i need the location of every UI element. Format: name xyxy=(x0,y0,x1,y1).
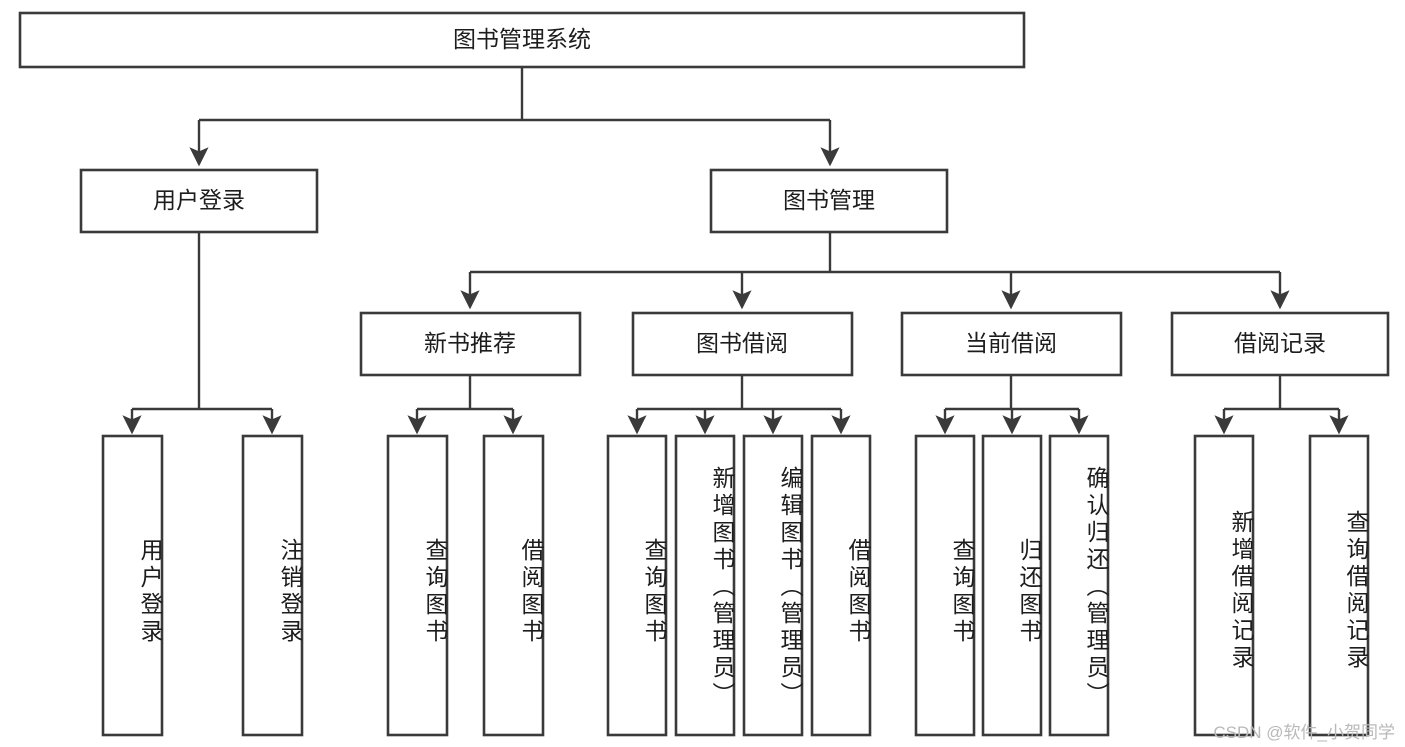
node-user-login[interactable]: 用户登录 xyxy=(79,168,319,234)
leaf-user-login-0[interactable]: 用户登录 xyxy=(101,434,164,737)
leaf-new-book-recommend-0[interactable]: 查询图书 xyxy=(386,434,449,737)
leaf-book-borrow-3-labelbox: 借阅图书 xyxy=(845,538,871,646)
node-root-book-management-system[interactable]: 图书管理系统 xyxy=(18,11,1026,69)
leaf-user-login-0-box xyxy=(101,434,164,737)
leaf-borrow-record-0-labelbox: 新增借阅记录 xyxy=(1228,509,1254,672)
node-book-management-box xyxy=(709,168,949,234)
node-borrow-record[interactable]: 借阅记录 xyxy=(1170,311,1390,377)
leaf-current-borrow-0-label: 查询图书 xyxy=(949,538,975,646)
leaf-borrow-record-0[interactable]: 新增借阅记录 xyxy=(1193,434,1255,737)
leaf-new-book-recommend-1[interactable]: 借阅图书 xyxy=(482,434,545,737)
leaf-user-login-0-labelbox: 用户登录 xyxy=(137,538,163,646)
leaf-book-borrow-3-label: 借阅图书 xyxy=(845,538,871,646)
leaf-current-borrow-2-box xyxy=(1048,434,1110,737)
leaf-book-borrow-0-labelbox: 查询图书 xyxy=(641,538,667,646)
leaf-current-borrow-0[interactable]: 查询图书 xyxy=(914,434,976,737)
leaf-new-book-recommend-1-box xyxy=(482,434,545,737)
leaf-borrow-record-0-box xyxy=(1193,434,1255,737)
node-new-book-recommend-box xyxy=(359,311,582,377)
leaf-new-book-recommend-1-labelbox: 借阅图书 xyxy=(518,538,544,646)
node-user-login-label: 用户登录 xyxy=(153,187,245,213)
node-current-borrow-box xyxy=(900,311,1123,377)
node-root-box xyxy=(18,11,1026,69)
leaf-user-login-1-label: 注销登录 xyxy=(277,538,303,646)
leaf-new-book-recommend-1-label: 借阅图书 xyxy=(518,538,544,646)
leaf-book-borrow-0-label: 查询图书 xyxy=(641,538,667,646)
leaf-book-borrow-2[interactable]: 编辑图书（管理员） xyxy=(742,434,804,737)
leaf-book-borrow-3[interactable]: 借阅图书 xyxy=(810,434,872,737)
leaf-user-login-1-box xyxy=(241,434,304,737)
leaf-new-book-recommend-0-box xyxy=(386,434,449,737)
leaf-current-borrow-2-labelbox: 确认归还（管理员） xyxy=(1083,465,1109,709)
leaf-book-borrow-2-labelbox: 编辑图书（管理员） xyxy=(777,465,803,709)
leaf-book-borrow-1-box xyxy=(674,434,736,737)
node-current-borrow-label: 当前借阅 xyxy=(965,330,1057,356)
node-borrow-record-box xyxy=(1170,311,1390,377)
node-new-book-recommend[interactable]: 新书推荐 xyxy=(359,311,582,377)
leaf-current-borrow-2[interactable]: 确认归还（管理员） xyxy=(1048,434,1110,737)
leaf-user-login-0-label: 用户登录 xyxy=(137,538,163,646)
leaf-borrow-record-1-label: 查询借阅记录 xyxy=(1343,509,1369,672)
leaf-book-borrow-1-label: 新增图书（管理员） xyxy=(709,465,735,709)
csdn-watermark: CSDN @软件_小贺同学 xyxy=(1213,723,1395,742)
leaf-book-borrow-1[interactable]: 新增图书（管理员） xyxy=(674,434,736,737)
leaf-borrow-record-1[interactable]: 查询借阅记录 xyxy=(1308,434,1370,737)
leaf-current-borrow-0-box xyxy=(914,434,976,737)
connector-layer xyxy=(122,67,1349,435)
node-book-borrow-box xyxy=(631,311,854,377)
leaf-current-borrow-1-label: 归还图书 xyxy=(1016,538,1042,646)
leaf-book-borrow-0[interactable]: 查询图书 xyxy=(606,434,668,737)
leaf-current-borrow-0-labelbox: 查询图书 xyxy=(949,538,975,646)
node-current-borrow[interactable]: 当前借阅 xyxy=(900,311,1123,377)
node-book-borrow-label: 图书借阅 xyxy=(696,330,788,356)
leaf-new-book-recommend-0-label: 查询图书 xyxy=(422,538,448,646)
leaf-book-borrow-3-box xyxy=(810,434,872,737)
leaf-book-borrow-0-box xyxy=(606,434,668,737)
leaf-book-borrow-1-labelbox: 新增图书（管理员） xyxy=(709,465,735,709)
node-borrow-record-label: 借阅记录 xyxy=(1234,330,1326,356)
leaf-borrow-record-1-box xyxy=(1308,434,1370,737)
node-root-label: 图书管理系统 xyxy=(453,26,591,52)
leaf-new-book-recommend-0-labelbox: 查询图书 xyxy=(422,538,448,646)
node-book-borrow[interactable]: 图书借阅 xyxy=(631,311,854,377)
leaf-current-borrow-1-labelbox: 归还图书 xyxy=(1016,538,1042,646)
leaf-book-borrow-2-label: 编辑图书（管理员） xyxy=(777,465,803,709)
node-book-management[interactable]: 图书管理 xyxy=(709,168,949,234)
leaf-book-borrow-2-box xyxy=(742,434,804,737)
leaf-current-borrow-1[interactable]: 归还图书 xyxy=(981,434,1043,737)
leaf-current-borrow-1-box xyxy=(981,434,1043,737)
node-book-management-label: 图书管理 xyxy=(783,187,875,213)
leaf-current-borrow-2-label: 确认归还（管理员） xyxy=(1083,465,1109,709)
leaf-borrow-record-0-label: 新增借阅记录 xyxy=(1228,509,1254,672)
node-new-book-recommend-label: 新书推荐 xyxy=(424,330,516,356)
leaf-borrow-record-1-labelbox: 查询借阅记录 xyxy=(1343,509,1369,672)
leaf-user-login-1-labelbox: 注销登录 xyxy=(277,538,303,646)
node-user-login-box xyxy=(79,168,319,234)
leaf-user-login-1[interactable]: 注销登录 xyxy=(241,434,304,737)
